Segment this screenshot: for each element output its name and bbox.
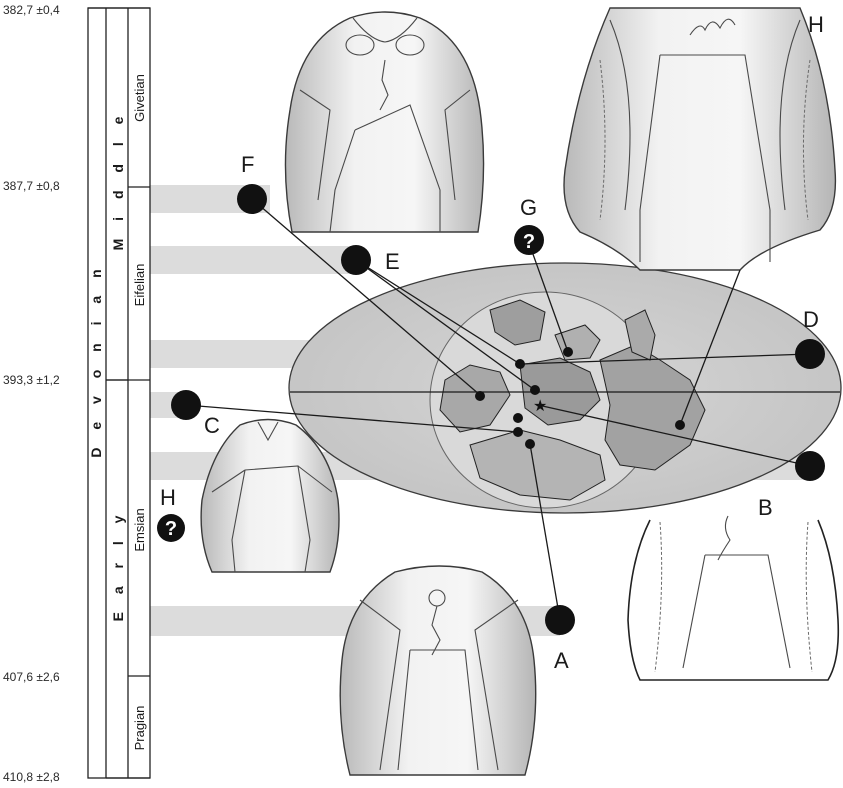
question-mark-h: ? (165, 518, 177, 540)
skull-a (340, 566, 536, 775)
label-a: A (554, 648, 569, 673)
label-f: F (241, 152, 254, 177)
stage-label-givetian: Givetian (132, 74, 147, 122)
age-label: 407,6 ±2,6 (3, 670, 60, 684)
locality-dot (513, 413, 523, 423)
locality-dot (513, 427, 523, 437)
paleomap (289, 263, 841, 513)
epoch-label-early: E a r l y (110, 509, 126, 622)
skull-b (628, 516, 838, 680)
locality-dot (475, 391, 485, 401)
locality-dot (515, 359, 525, 369)
stage-label-emsian: Emsian (132, 508, 147, 551)
label-h-left: H (160, 485, 176, 510)
label-h-top: H (808, 12, 824, 37)
label-c: C (204, 413, 220, 438)
period-label: D e v o n i a n (88, 262, 104, 457)
band-e (150, 246, 360, 274)
site-dot-b (795, 451, 825, 481)
label-g: G (520, 195, 537, 220)
epoch-label-middle: M i d d l e (110, 110, 126, 251)
skull-h (564, 8, 835, 270)
locality-dot (530, 385, 540, 395)
stage-label-pragian: Pragian (132, 706, 147, 751)
locality-dot (675, 420, 685, 430)
question-mark-g: ? (523, 231, 535, 253)
site-dot-f (237, 184, 267, 214)
skull-f (285, 12, 483, 232)
age-label: 393,3 ±1,2 (3, 373, 60, 387)
label-d: D (803, 307, 819, 332)
age-label: 387,7 ±0,8 (3, 179, 60, 193)
site-dot-a (545, 605, 575, 635)
star-icon: ★ (533, 398, 547, 415)
label-e: E (385, 249, 400, 274)
age-label: 382,7 ±0,4 (3, 3, 60, 17)
site-dot-d (795, 339, 825, 369)
site-dot-c (171, 390, 201, 420)
locality-dot (525, 439, 535, 449)
stage-label-eifelian: Eifelian (132, 264, 147, 307)
age-label: 410,8 ±2,8 (3, 770, 60, 784)
site-dot-e (341, 245, 371, 275)
locality-dot (563, 347, 573, 357)
label-b: B (758, 495, 773, 520)
